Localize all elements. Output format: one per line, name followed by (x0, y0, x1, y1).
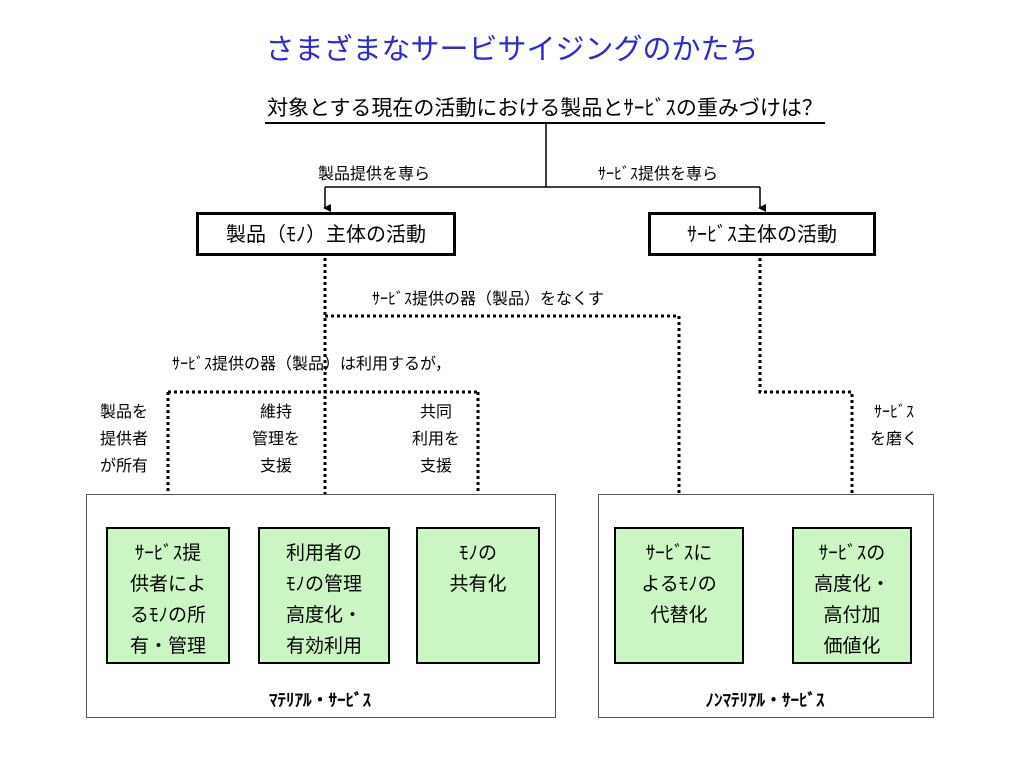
service-activity-box: ｻｰﾋﾞｽ主体の活動 (648, 212, 876, 256)
page-title: さまざまなサービサイジングのかたち (265, 32, 759, 66)
nonmaterial-box-substitution: ｻｰﾋﾞｽによるﾓﾉの代替化 (614, 527, 744, 664)
question-heading: 対象とする現在の活動における製品とｻｰﾋﾞｽの重みづけは？ (0, 92, 1024, 124)
branch-lines (323, 122, 766, 212)
maintain-support-label: 維持管理を支援 (251, 402, 300, 475)
branch-right-label: ｻｰﾋﾞｽ提供を専ら (598, 164, 719, 183)
material-service-title: ﾏﾃﾘｱﾙ・ｻｰﾋﾞｽ (269, 691, 371, 711)
use-container-label: ｻｰﾋﾞｽ提供の器（製品）は利用するが， (172, 354, 452, 373)
share-support-label: 共同利用を支援 (411, 402, 460, 475)
material-box-provider-ownership: ｻｰﾋﾞｽ提供者によるﾓﾉの所有・管理 (106, 527, 230, 664)
material-box-sharing: ﾓﾉの共有化 (416, 527, 540, 664)
remove-container-label: ｻｰﾋﾞｽ提供の器（製品）をなくす (372, 289, 605, 308)
question-text: 対象とする現在の活動における製品とｻｰﾋﾞｽの重みづけは？ (265, 96, 825, 124)
provider-owns-label: 製品を提供者が所有 (99, 402, 148, 475)
refine-service-label: ｻｰﾋﾞｽを磨く (869, 402, 918, 448)
dotted-flows (166, 258, 854, 514)
material-box-user-management: 利用者のﾓﾉの管理高度化・有効利用 (258, 527, 390, 664)
nonmaterial-box-value-added: ｻｰﾋﾞｽの高度化・高付加価値化 (792, 527, 912, 664)
product-activity-box: 製品（ﾓﾉ）主体の活動 (196, 212, 456, 256)
branch-left-label: 製品提供を専ら (318, 164, 431, 183)
nonmaterial-service-title: ﾉﾝﾏﾃﾘｱﾙ・ｻｰﾋﾞｽ (705, 691, 825, 711)
